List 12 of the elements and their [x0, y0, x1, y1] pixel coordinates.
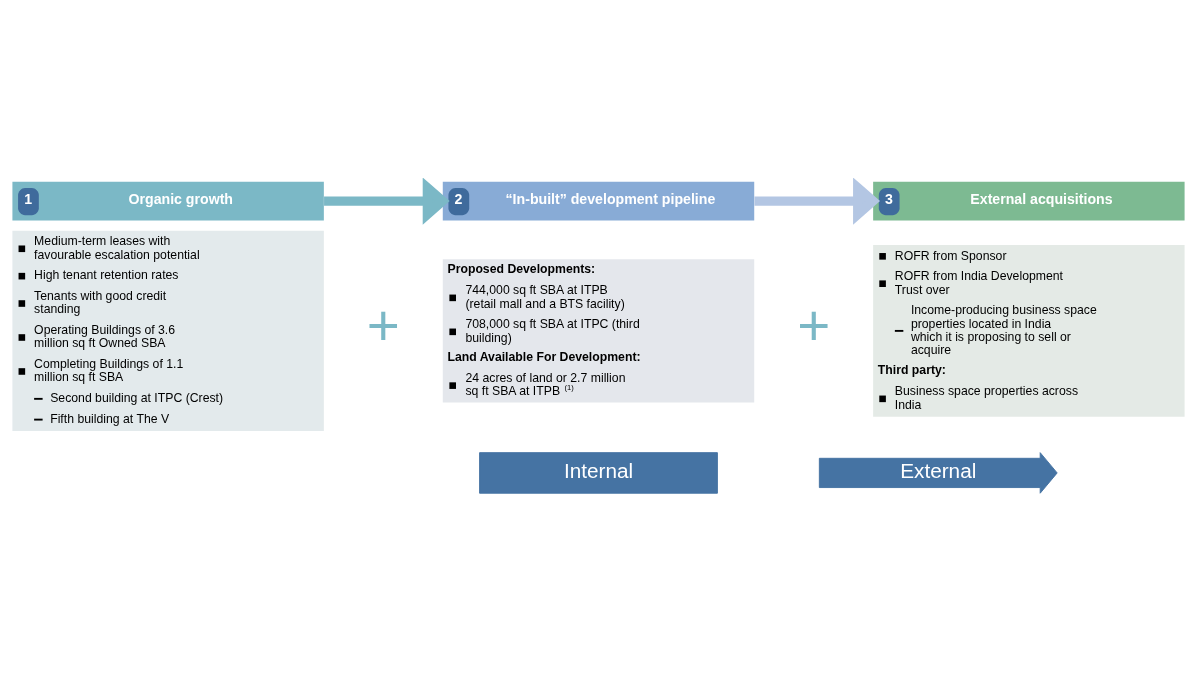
node-box: Medium-term leases with favourable escalation potential High tenant retention rates Tenants with good credit standing Operating Buildings of 3.6 million sq ft Owned SBA Completing Buildings of 1.1 million sq ft SBA Second building at ITPC (Crest) Fifth building at The V: [12, 230, 324, 431]
node-box: 2 “In-built” development pipeline: [442, 181, 755, 221]
node-box: ROFR from Sponsor ROFR from India Development Trust over Income-producing business space properties located in India which it is proposing to sell or acquire Third party: Business space properties across India: [873, 245, 1185, 417]
node-box: Proposed Developments: 744,000 sq ft SBA at ITPB (retail mall and a BTS facility) 708,000 sq ft SBA at ITPC (third building) Land Available For Development: 24 acres of land or 2.7 million sq ft SBA at ITPB$^{(1)}$: [442, 259, 755, 403]
label: External: [900, 459, 977, 483]
arrow: [324, 178, 450, 225]
node-box: 1 Organic growth: [12, 181, 324, 221]
node-box: 3 External acquisitions: [873, 181, 1185, 221]
label: +: [797, 294, 831, 358]
label: Internal: [563, 459, 634, 483]
arrow: [754, 178, 881, 225]
label: +: [366, 294, 400, 358]
